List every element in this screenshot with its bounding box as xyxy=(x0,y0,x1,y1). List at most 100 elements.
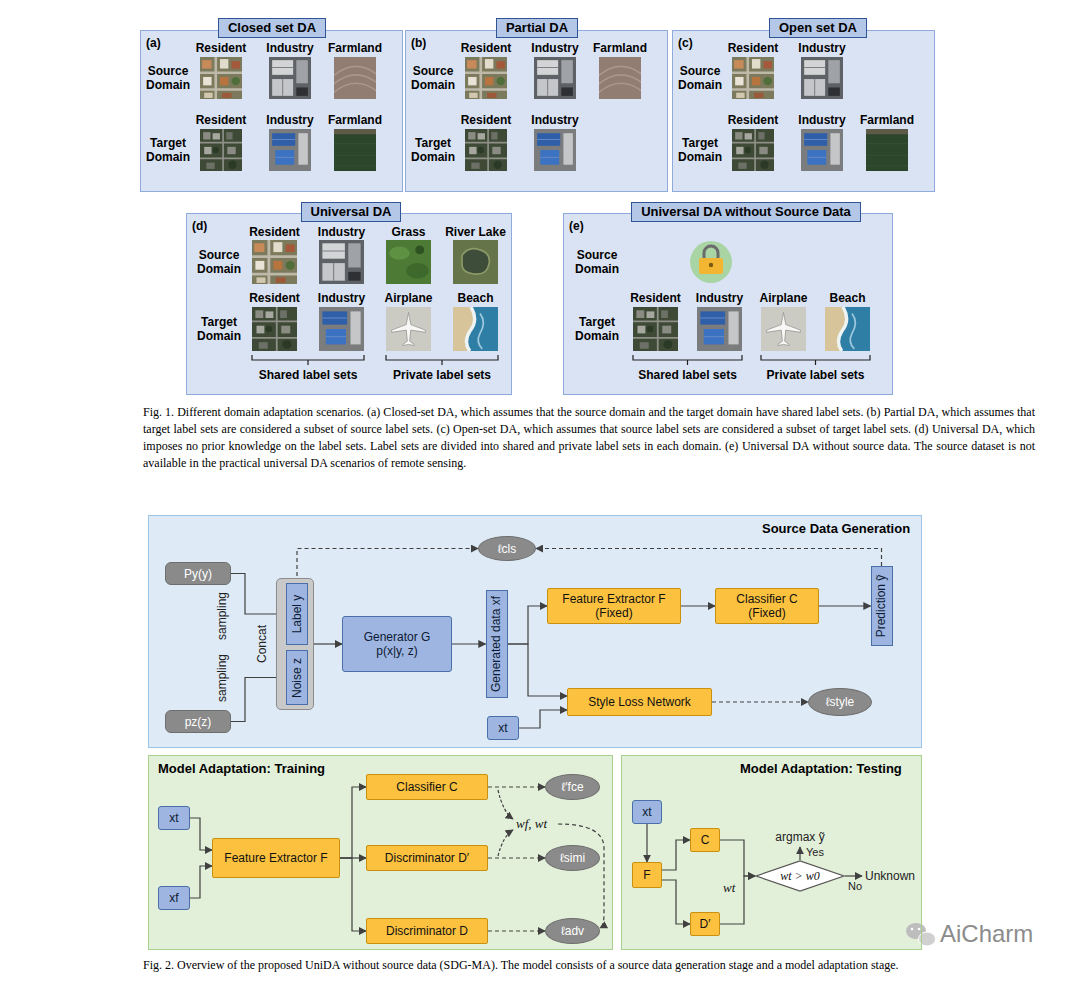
text-holder: Source Domain xyxy=(141,64,195,92)
branch-label: Yes xyxy=(806,846,824,859)
data-box: Generator Gp(x|y, z) xyxy=(342,616,452,672)
panel-label: Target Domain xyxy=(141,136,195,164)
node-text: Prediction ỹ xyxy=(875,575,889,638)
data-box: xt xyxy=(632,800,662,824)
satellite-thumbnail xyxy=(866,129,908,171)
text-holder: Industry xyxy=(696,291,743,305)
satellite-thumbnail xyxy=(801,57,843,99)
text-holder: Resident xyxy=(461,41,512,55)
connector xyxy=(340,858,366,931)
panel-label: River Lake xyxy=(445,225,506,239)
connector xyxy=(297,549,478,584)
text-holder: Fig. 2. Overview of the proposed UniDA w… xyxy=(143,957,1043,974)
panel-label: Airplane xyxy=(384,291,432,305)
panel-label: (d) xyxy=(192,219,207,233)
text-holder: Industry xyxy=(531,41,578,55)
panel-title-tab: Universal DA without Source Data xyxy=(631,202,861,222)
network-box: Feature Extractor F (Fixed) xyxy=(547,588,681,624)
node-text: ℓsimi xyxy=(560,851,585,865)
node-text: Py(y) xyxy=(184,567,212,581)
loss-ellipse: ℓsimi xyxy=(545,845,600,871)
text-holder: Fig. 1. Different domain adaptation scen… xyxy=(143,404,1035,472)
satellite-thumbnail xyxy=(319,240,364,284)
connector xyxy=(720,840,755,876)
panel-ground xyxy=(186,213,512,395)
text-holder: Target Domain xyxy=(673,136,727,164)
weight-label: wf, wt xyxy=(516,816,547,831)
text-holder: Industry xyxy=(798,41,845,55)
connector xyxy=(662,840,690,870)
text-holder: Resident xyxy=(196,41,247,55)
text-holder: (b) xyxy=(411,36,426,50)
node-text: xf xyxy=(169,891,178,905)
panel-ground xyxy=(148,515,922,748)
loss-ellipse: ℓstyle xyxy=(808,688,872,716)
panel-title-tab: Universal DA xyxy=(301,202,402,222)
panel-ground xyxy=(148,755,613,950)
output-label: Unknown xyxy=(865,869,915,883)
network-box: Classifier C (Fixed) xyxy=(715,588,819,624)
satellite-thumbnail xyxy=(319,307,364,351)
node-text: Closed set DA xyxy=(228,20,316,36)
text-holder: Private label sets xyxy=(766,368,864,382)
decision-diamond: wt > w0 xyxy=(755,860,845,892)
panel-ground xyxy=(405,30,668,192)
scenario-panel: (d)Source DomainTarget DomainResidentInd… xyxy=(186,213,512,395)
text-holder: Resident xyxy=(196,113,247,127)
text-holder: AiCharm xyxy=(940,920,1033,948)
connector xyxy=(536,549,882,567)
panel-label: Resident xyxy=(196,41,247,55)
text-holder: Resident xyxy=(728,41,779,55)
text-holder: Target Domain xyxy=(141,136,195,164)
panel-label: Farmland xyxy=(328,41,382,55)
text-holder: (d) xyxy=(192,219,207,233)
weight-flow xyxy=(498,830,513,856)
panel-ground xyxy=(672,30,935,192)
text-holder: Unknown xyxy=(865,869,915,883)
satellite-thumbnail xyxy=(732,129,774,171)
loss-ellipse: ℓ′fce xyxy=(545,774,600,800)
text-holder: Resident xyxy=(249,291,300,305)
panel-label: Industry xyxy=(798,113,845,127)
scenario-panel: (b)Source DomainTarget DomainResidentInd… xyxy=(405,30,668,192)
text-holder: (a) xyxy=(146,36,161,50)
satellite-thumbnail xyxy=(252,307,297,351)
node-text: Discriminator D′ xyxy=(385,851,469,865)
panel-label: Farmland xyxy=(860,113,914,127)
text-holder: sampling xyxy=(198,609,246,623)
weight-flow xyxy=(558,824,604,928)
text-holder: Shared label sets xyxy=(259,368,358,382)
data-box: Label y xyxy=(286,583,308,645)
weight-flow xyxy=(498,790,513,819)
connector xyxy=(508,606,548,644)
sampling-label: sampling xyxy=(215,592,229,640)
node-text: Universal DA without Source Data xyxy=(641,204,851,220)
text-holder: Airplane xyxy=(759,291,807,305)
panel-label: Target Domain xyxy=(406,136,460,164)
node-text: Partial DA xyxy=(506,20,568,36)
panel-label: Shared label sets xyxy=(259,368,358,382)
node-text: Classifier C (Fixed) xyxy=(719,592,815,620)
text-holder: Farmland xyxy=(860,113,914,127)
text-holder: Industry xyxy=(266,41,313,55)
weight-label: wt xyxy=(723,880,735,895)
decision-arrow xyxy=(799,847,800,860)
panel-label: Resident xyxy=(728,41,779,55)
text-holder: sampling xyxy=(198,671,246,685)
node-text: Generated data xf xyxy=(490,596,504,692)
panel-label: Grass xyxy=(391,225,425,239)
panel-label: Resident xyxy=(249,225,300,239)
panel-label: Beach xyxy=(829,291,865,305)
node-text: Generator G xyxy=(364,630,431,644)
satellite-thumbnail xyxy=(453,240,498,284)
panel-label: Private label sets xyxy=(766,368,864,382)
network-box: C xyxy=(690,828,720,852)
satellite-thumbnail xyxy=(252,240,297,284)
panel-label: (a) xyxy=(146,36,161,50)
connector xyxy=(681,605,715,606)
text-holder: Industry xyxy=(318,291,365,305)
text-holder: Industry xyxy=(318,225,365,239)
network-box: Feature Extractor F xyxy=(212,838,340,878)
network-box: Discriminator D′ xyxy=(366,845,488,871)
